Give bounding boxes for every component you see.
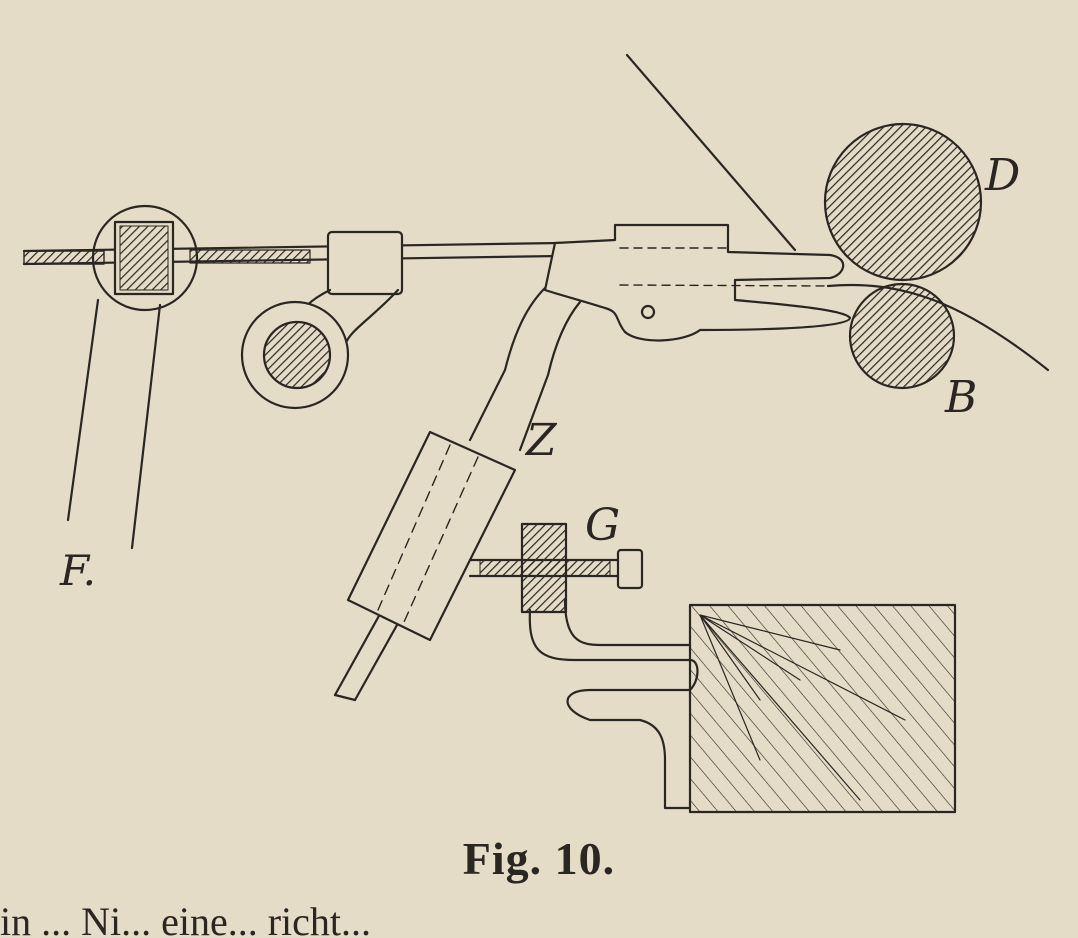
guide-pivot-hole (640, 304, 656, 320)
figure-caption: Fig. 10. (462, 833, 616, 884)
roller-d (823, 122, 983, 282)
angled-arm-z (468, 286, 582, 452)
mounting-bracket (528, 598, 699, 810)
lever-f-arm (66, 298, 162, 550)
guide-head (543, 223, 852, 342)
sliding-weight (346, 430, 517, 642)
weight-dashed-bore (377, 444, 479, 623)
upper-thread-line (625, 53, 797, 252)
lever-ring (91, 204, 199, 312)
ring-nut-hatch (119, 225, 169, 291)
label-g: G (585, 500, 620, 551)
wooden-base-block (688, 603, 957, 814)
label-z: Z (524, 415, 558, 466)
label-b: B (944, 372, 977, 423)
middle-clamp-block (326, 230, 404, 296)
arm-z-rod-tip (333, 693, 357, 702)
threaded-rod-end (23, 250, 105, 265)
label-d: D (984, 150, 1020, 201)
guide-slot-lines (619, 247, 831, 287)
screw-g-head (616, 548, 644, 590)
screw-g-thread (479, 559, 611, 577)
roller-b (848, 282, 956, 390)
label-f: F. (59, 546, 96, 595)
cut-off-text-line: in ... Ni... eine... richt... (0, 899, 372, 938)
wood-grain-rays (699, 614, 906, 801)
threaded-rod-mid (189, 249, 311, 264)
eccentric-eye-inner (262, 320, 332, 390)
main-rod (22, 241, 610, 266)
